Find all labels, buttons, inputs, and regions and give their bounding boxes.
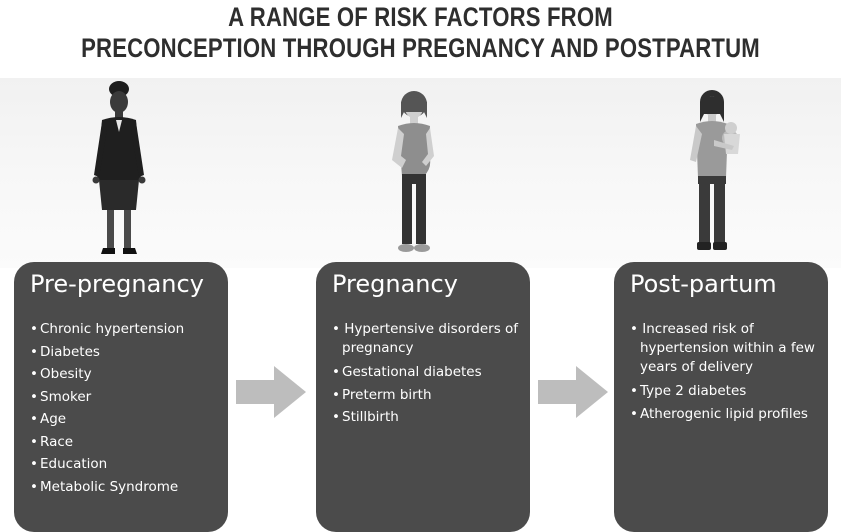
mother-with-baby-figure xyxy=(684,88,748,258)
list-item: •Metabolic Syndrome xyxy=(30,478,179,495)
stage-heading: Pregnancy xyxy=(332,270,458,298)
pregnant-woman-figure xyxy=(384,90,444,258)
list-item: •Education xyxy=(30,456,108,472)
right-arrow-icon xyxy=(236,366,308,422)
risk-factor-list: •Chronic hypertension •Diabetes •Obesity… xyxy=(30,318,184,498)
list-item: •Diabetes xyxy=(30,343,100,360)
stage-heading: Post-partum xyxy=(630,270,777,298)
list-item: •Type 2 diabetes xyxy=(630,383,747,399)
list-item: •Preterm birth xyxy=(332,386,432,403)
diagram-title-line2: PRECONCEPTION THROUGH PREGNANCY AND POST… xyxy=(81,33,760,63)
list-item: •Stillbirth xyxy=(332,409,399,425)
risk-factor-list: • Hypertensive disorders of pregnancy •G… xyxy=(332,320,522,429)
businesswoman-figure xyxy=(86,80,156,258)
list-item: •Obesity xyxy=(30,366,92,382)
list-item: •Gestational diabetes xyxy=(332,364,482,380)
stage-card-pre-pregnancy: Pre-pregnancy •Chronic hypertension •Dia… xyxy=(14,262,228,532)
stage-card-post-partum: Post-partum • Increased risk of hyperten… xyxy=(614,262,828,532)
stage-card-pregnancy: Pregnancy • Hypertensive disorders of pr… xyxy=(316,262,530,532)
right-arrow-icon xyxy=(538,366,610,422)
list-item: •Smoker xyxy=(30,388,92,405)
stage-heading: Pre-pregnancy xyxy=(30,270,204,298)
list-item: • Increased risk of hypertension within … xyxy=(630,321,815,375)
list-item: •Age xyxy=(30,411,67,427)
list-item: •Chronic hypertension xyxy=(30,321,185,337)
risk-factor-list: • Increased risk of hypertension within … xyxy=(630,320,826,425)
list-item: •Race xyxy=(30,433,74,450)
diagram-title-line1: A RANGE OF RISK FACTORS FROM xyxy=(228,2,613,32)
list-item: • Hypertensive disorders of pregnancy xyxy=(332,321,519,356)
list-item: •Atherogenic lipid profiles xyxy=(630,405,808,422)
